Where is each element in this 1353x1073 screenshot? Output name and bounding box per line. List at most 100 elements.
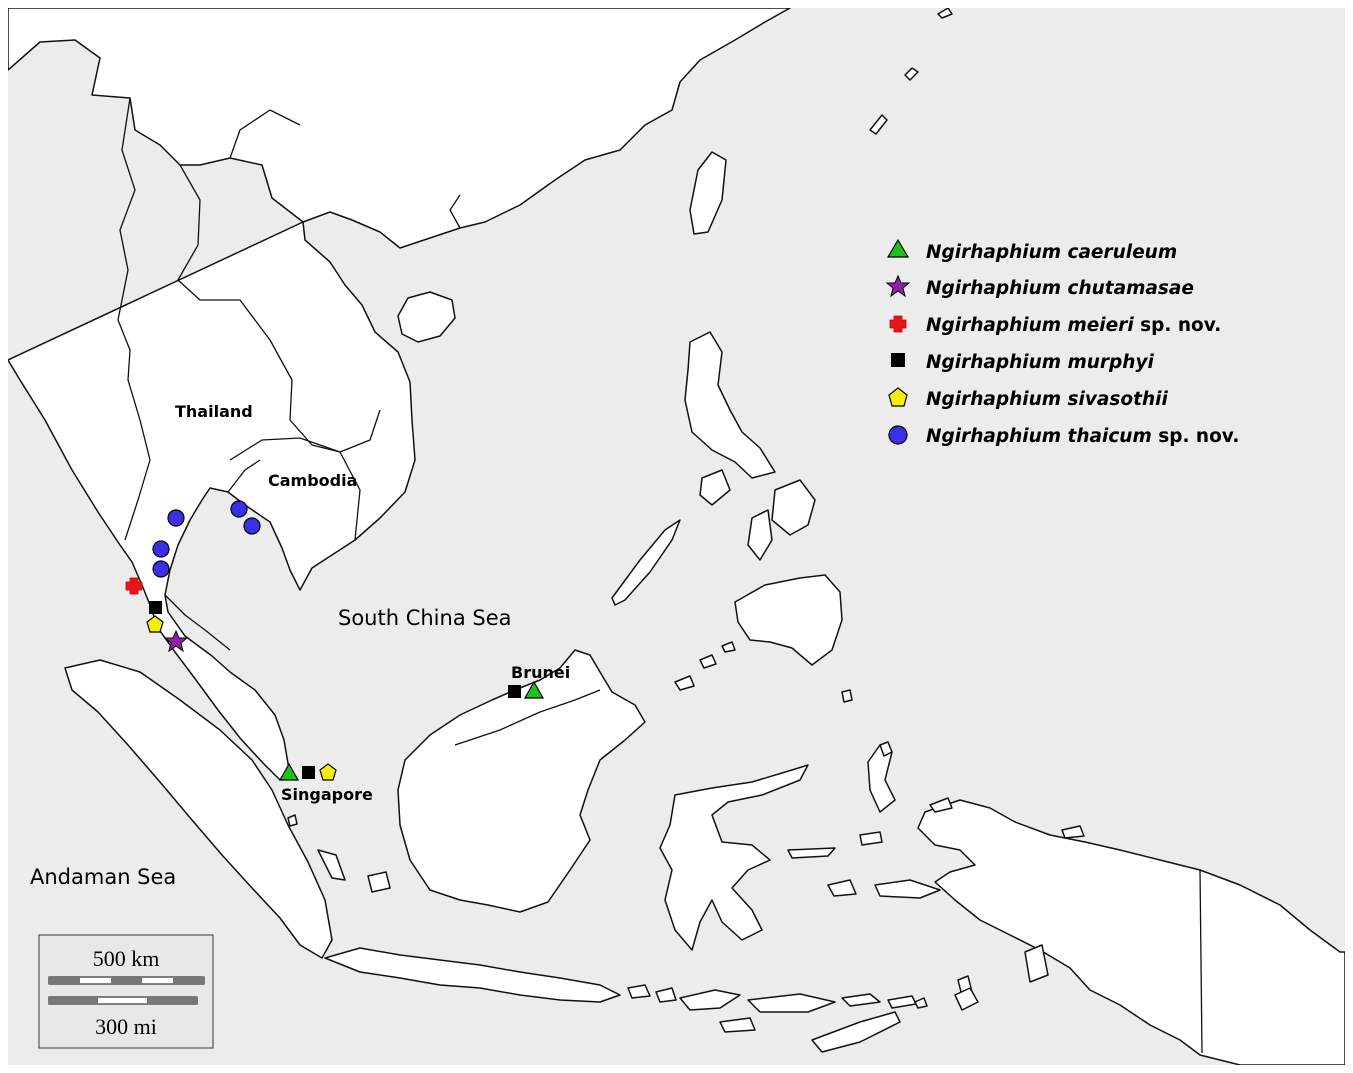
ryukyu-island [904,67,919,81]
banggai-island [859,831,883,846]
legend-square-icon [891,353,905,367]
legend-item-murphyi: Ngirhaphium murphyi [891,352,1155,373]
legend-item-meieri: Ngirhaphium meieri sp. nov. [889,315,1221,336]
country-border [229,437,341,461]
scale-mi-label: 300 mi [95,1014,157,1039]
country-border [339,451,361,541]
occurrence-markers [125,500,545,781]
waigeo-island [929,797,953,813]
ryukyu-island [869,114,888,135]
legend-star-icon [885,274,911,298]
sumba-island [719,1017,756,1033]
country-border [454,689,601,746]
legend-suffix: sp. nov. [1152,426,1240,447]
marker-thaicum [230,500,248,518]
legend-species: Ngirhaphium caeruleum [926,242,1177,263]
legend-suffix: sp. nov. [1134,315,1222,336]
marker-caeruleum [278,762,300,781]
visayas-island [771,479,816,536]
svg-text:Ngirhaphium thaicum sp. nov.: Ngirhaphium thaicum sp. nov. [926,426,1239,447]
ryukyu-island [937,8,953,19]
map: Thailand Cambodia South China Sea Brunei… [8,8,1345,1065]
country-border [117,97,151,541]
svg-text:Ngirhaphium caeruleum: Ngirhaphium caeruleum [926,242,1177,263]
scale-km-segment [173,977,204,984]
label-singapore: Singapore [281,785,373,804]
svg-text:Ngirhaphium meieri sp. nov.: Ngirhaphium meieri sp. nov. [926,315,1221,336]
legend-species: Ngirhaphium meieri [926,315,1134,336]
biak-island [1061,825,1085,839]
legend-circle-icon [888,425,908,445]
negros-island [747,509,773,561]
sumbawa-island [679,989,741,1011]
marker-thaicum [152,560,170,578]
scale-km-segment [111,977,142,984]
java-island [324,947,621,1003]
svg-text:Ngirhaphium sivasothii: Ngirhaphium sivasothii [926,389,1168,410]
scale-mi-segment [147,997,197,1004]
label-thailand: Thailand [175,402,253,421]
label-andaman-sea: Andaman Sea [30,865,176,889]
legend-species: Ngirhaphium chutamasae [926,278,1194,299]
buru-island [827,879,857,897]
marker-thaicum [243,517,261,535]
bali-island [627,984,651,999]
country-border [1199,869,1203,1054]
marker-caeruleum [523,680,545,699]
legend-triangle-icon [886,238,910,258]
marker-sivasothii [146,615,164,633]
new-guinea-island [917,799,1345,1065]
scale-mi-segment [49,997,98,1004]
legend-species: Ngirhaphium thaicum [926,426,1152,447]
mainland-asia [8,8,791,781]
legend-item-thaicum: Ngirhaphium thaicum sp. nov. [888,425,1239,447]
mindanao-island [734,574,843,666]
marker-murphyi [508,685,521,698]
legend-item-chutamasae: Ngirhaphium chutamasae [885,274,1194,299]
taiwan-island [689,151,727,235]
legend-species: Ngirhaphium murphyi [926,352,1155,373]
marker-murphyi [149,601,162,614]
marker-meieri [125,577,143,595]
belitung-island [367,871,391,893]
timor-island [811,1011,901,1053]
small-island [914,997,928,1009]
bangka-island [317,849,346,881]
tanimbar-island [954,987,979,1011]
scale-km-segment [49,977,80,984]
marker-thaicum [167,509,185,527]
legend-cross-icon [889,315,907,333]
palawan-island [611,519,681,606]
legend-item-sivasothii: Ngirhaphium sivasothii [888,387,1168,410]
mindoro-island [699,469,731,506]
lombok-island [655,987,677,1003]
flores-island [747,993,836,1013]
sulu-island [699,654,717,669]
map-canvas [8,8,1345,1065]
marker-thaicum [152,540,170,558]
riau-island [287,814,298,827]
label-south-china-sea: South China Sea [338,606,512,630]
scale-bar: 500 km 300 mi [38,934,214,1049]
legend-item-caeruleum: Ngirhaphium caeruleum [886,238,1177,263]
map-labels: Thailand Cambodia South China Sea Brunei… [30,238,1239,1049]
sula-island [787,847,836,859]
sumatra-island [64,659,333,959]
moluccas-island [879,741,893,757]
legend-species: Ngirhaphium sivasothii [926,389,1168,410]
scale-bar-box [38,934,214,1049]
svg-text:Ngirhaphium chutamasae: Ngirhaphium chutamasae [926,278,1194,299]
marker-chutamasae [163,629,189,653]
luzon-island [684,331,776,479]
marker-murphyi [302,766,315,779]
lesser-sunda-island [841,993,881,1007]
scale-km-label: 500 km [93,946,160,971]
legend-pentagon-icon [888,387,908,407]
country-border [164,594,231,651]
country-border [449,194,461,229]
label-cambodia: Cambodia [268,471,357,490]
borneo-island [397,649,646,913]
label-brunei: Brunei [511,663,570,682]
marker-sivasothii [319,763,337,781]
sulu-island [721,641,736,653]
